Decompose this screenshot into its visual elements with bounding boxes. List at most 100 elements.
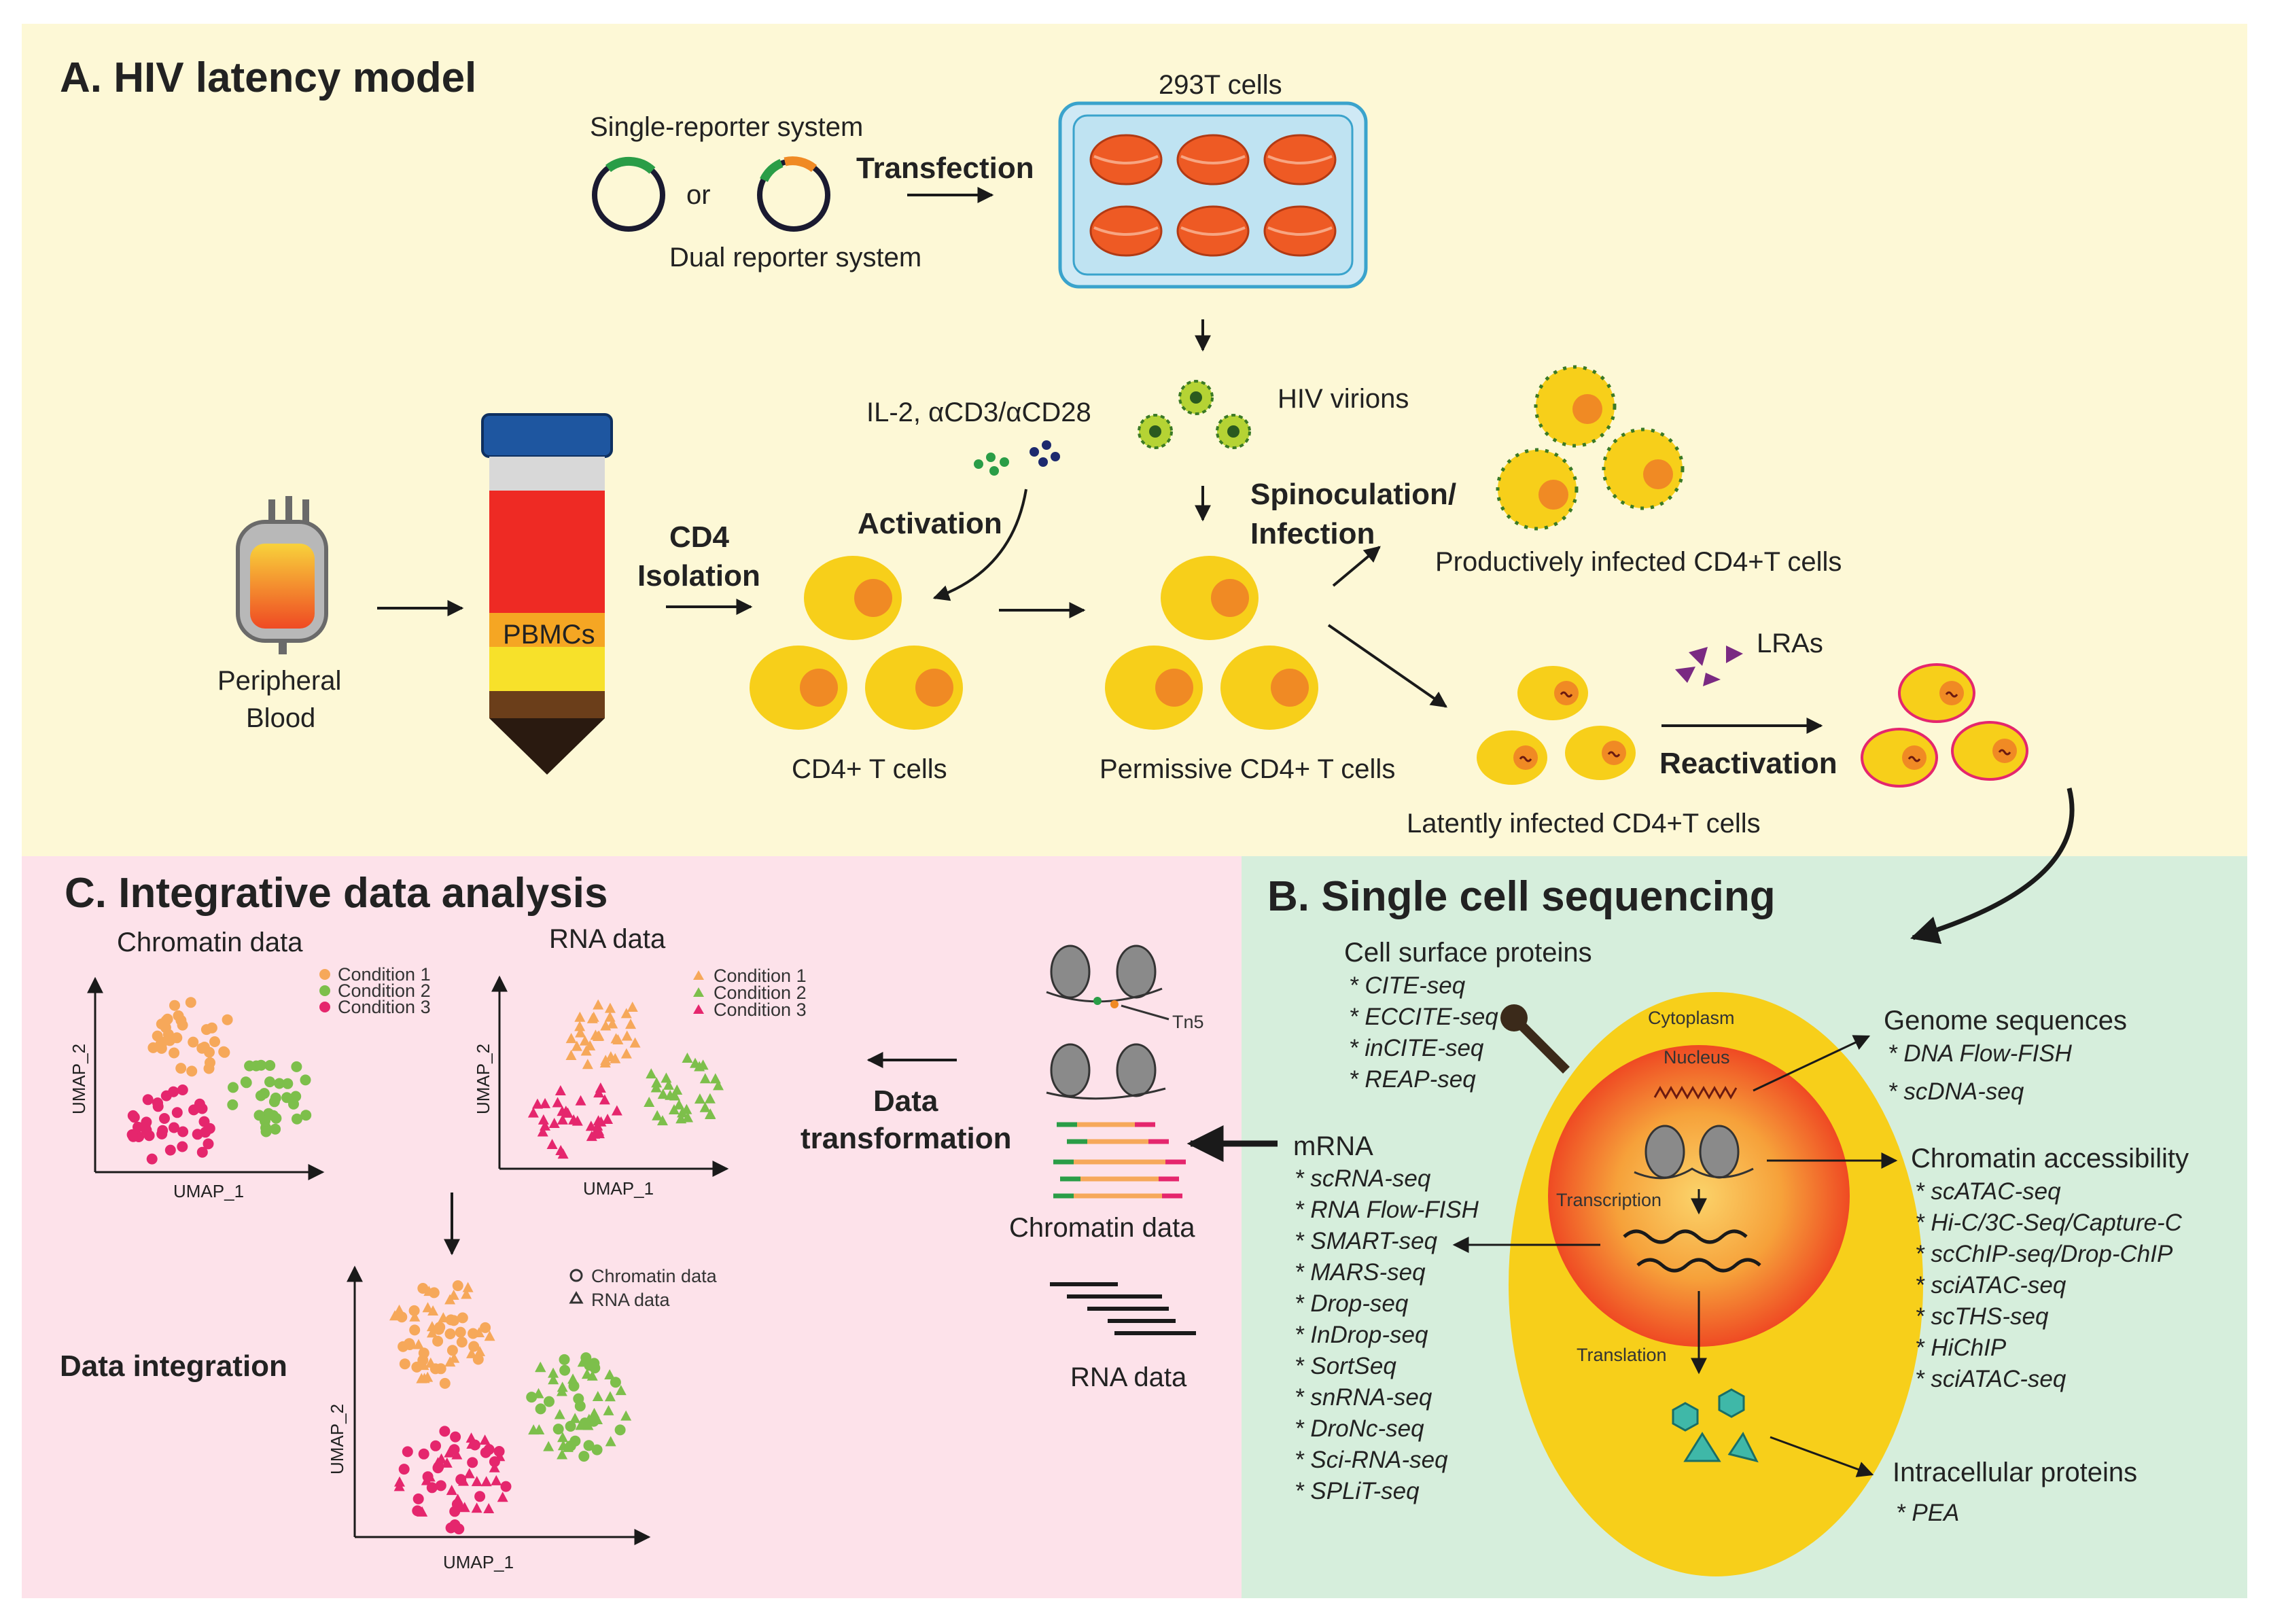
integration-legend: Chromatin data RNA data <box>569 1266 718 1310</box>
single-reporter-label: Single-reporter system <box>590 112 863 142</box>
scatter-point <box>418 1448 429 1460</box>
legend-rna-data: RNA data <box>591 1290 671 1310</box>
scatter-point <box>694 1061 705 1072</box>
rna-data-sublabel: RNA data <box>1070 1362 1187 1392</box>
scatter-point <box>446 1345 458 1356</box>
scatter-point <box>620 1410 632 1421</box>
scatter-point <box>188 1036 199 1048</box>
permissive-label: Permissive CD4+ T cells <box>1100 754 1395 784</box>
scatter-point <box>194 1098 205 1110</box>
scatter-point <box>578 1451 590 1462</box>
scatter-point <box>169 1122 179 1133</box>
scatter-point <box>222 1014 233 1025</box>
scatter-point <box>699 1101 711 1112</box>
scatter-point <box>455 1326 466 1338</box>
infection-label: Infection <box>1250 517 1375 550</box>
scatter-point <box>607 1018 618 1029</box>
scatter-point <box>604 1391 616 1402</box>
scatter-point <box>533 1388 544 1398</box>
genome-item: * DNA Flow-FISH <box>1888 1040 2073 1067</box>
scatter-point <box>160 1022 171 1034</box>
scatter-point <box>483 1503 495 1514</box>
to-panel-b-arrow <box>1910 788 2075 945</box>
scatter-point <box>605 1436 616 1447</box>
scatter-point <box>260 1115 270 1127</box>
chromatin-umap-x-label: UMAP_1 <box>173 1181 244 1201</box>
mrna-item: * scRNA-seq <box>1295 1165 1431 1192</box>
scatter-point <box>565 1033 577 1044</box>
scatter-point <box>569 1435 581 1447</box>
rna-umap-axes <box>491 975 729 1177</box>
lras-icon <box>1675 646 1743 686</box>
scatter-point <box>169 1000 180 1011</box>
scatter-point <box>192 1129 203 1140</box>
scatter-point <box>557 1381 568 1392</box>
scatter-point <box>152 1101 164 1112</box>
cd4-t-cells-label: CD4+ T cells <box>792 754 947 784</box>
scatter-point <box>604 1369 616 1380</box>
scatter-point <box>574 1021 586 1031</box>
mrna-items-list: * scRNA-seq * RNA Flow-FISH * SMART-seq … <box>1295 1165 1479 1504</box>
scatter-point <box>142 1094 154 1106</box>
scatter-point <box>656 1115 668 1126</box>
rna-cluster-condition-1 <box>565 999 641 1070</box>
scatter-point <box>591 1444 603 1455</box>
scatter-point <box>426 1321 438 1332</box>
scatter-point <box>712 1080 724 1091</box>
dna-coil-icon <box>1653 1085 1738 1100</box>
scatter-point <box>171 1032 183 1044</box>
to-productive-arrow <box>1332 546 1381 587</box>
reactivated-cells-icon <box>1861 663 2028 788</box>
scatter-point <box>537 1126 548 1137</box>
tn5-nucleosome-icon <box>1046 945 1169 1021</box>
integrated-umap-y-label: UMAP_2 <box>327 1404 347 1475</box>
scatter-point <box>599 1094 610 1105</box>
chromatin-item: * scTHS-seq <box>1915 1303 2049 1330</box>
genome-item: * scDNA-seq <box>1888 1078 2024 1105</box>
scatter-point <box>393 1304 405 1315</box>
integrated-cluster-condition-3 <box>393 1426 512 1535</box>
scatter-point <box>173 1010 184 1021</box>
scatter-point <box>456 1337 468 1348</box>
scatter-point <box>620 1008 632 1019</box>
scatter-point <box>465 1432 477 1443</box>
dual-reporter-plasmid-icon <box>757 156 830 232</box>
scatter-point <box>467 1457 478 1468</box>
scatter-point <box>535 1362 546 1373</box>
integrated-cluster-condition-2 <box>526 1352 632 1462</box>
panel-c-background <box>22 856 1242 1598</box>
to-intracellular-arrow <box>1770 1436 1874 1477</box>
scatter-point <box>625 1019 637 1029</box>
peripheral-label: Peripheral <box>217 666 341 696</box>
scatter-point <box>489 1456 500 1468</box>
transfection-label: Transfection <box>856 152 1034 185</box>
mrna-title: mRNA <box>1293 1131 1373 1161</box>
surface-item: * inCITE-seq <box>1349 1035 1484 1061</box>
scatter-point <box>424 1471 436 1482</box>
chromatin-item: * sciATAC-seq <box>1915 1366 2066 1392</box>
scatter-point <box>274 1078 285 1089</box>
legend-condition-1: Condition 1 <box>338 964 431 985</box>
scatter-point <box>546 1138 558 1149</box>
scatter-point <box>417 1506 428 1517</box>
scatter-point <box>668 1104 680 1115</box>
chromatin-item: * scATAC-seq <box>1915 1178 2061 1205</box>
scatter-point <box>604 1002 616 1013</box>
scatter-point <box>422 1302 434 1313</box>
legend-condition-1: Condition 1 <box>714 966 807 986</box>
scatter-point <box>592 1390 603 1401</box>
scatter-point <box>548 1367 559 1378</box>
scatter-point <box>457 1312 468 1324</box>
scatter-point <box>427 1305 439 1316</box>
scatter-point <box>493 1446 505 1457</box>
scatter-point <box>600 1055 612 1065</box>
scatter-point <box>620 1048 632 1059</box>
productively-infected-label: Productively infected CD4+T cells <box>1435 547 1842 577</box>
scatter-point <box>459 1502 470 1513</box>
rna-reads-icon <box>1050 1282 1196 1335</box>
chromatin-item: * scChIP-seq/Drop-ChIP <box>1915 1241 2173 1267</box>
scatter-point <box>704 1093 716 1104</box>
legend-condition-2: Condition 2 <box>714 983 807 1003</box>
scatter-point <box>206 1022 217 1034</box>
scatter-point <box>610 1053 621 1063</box>
